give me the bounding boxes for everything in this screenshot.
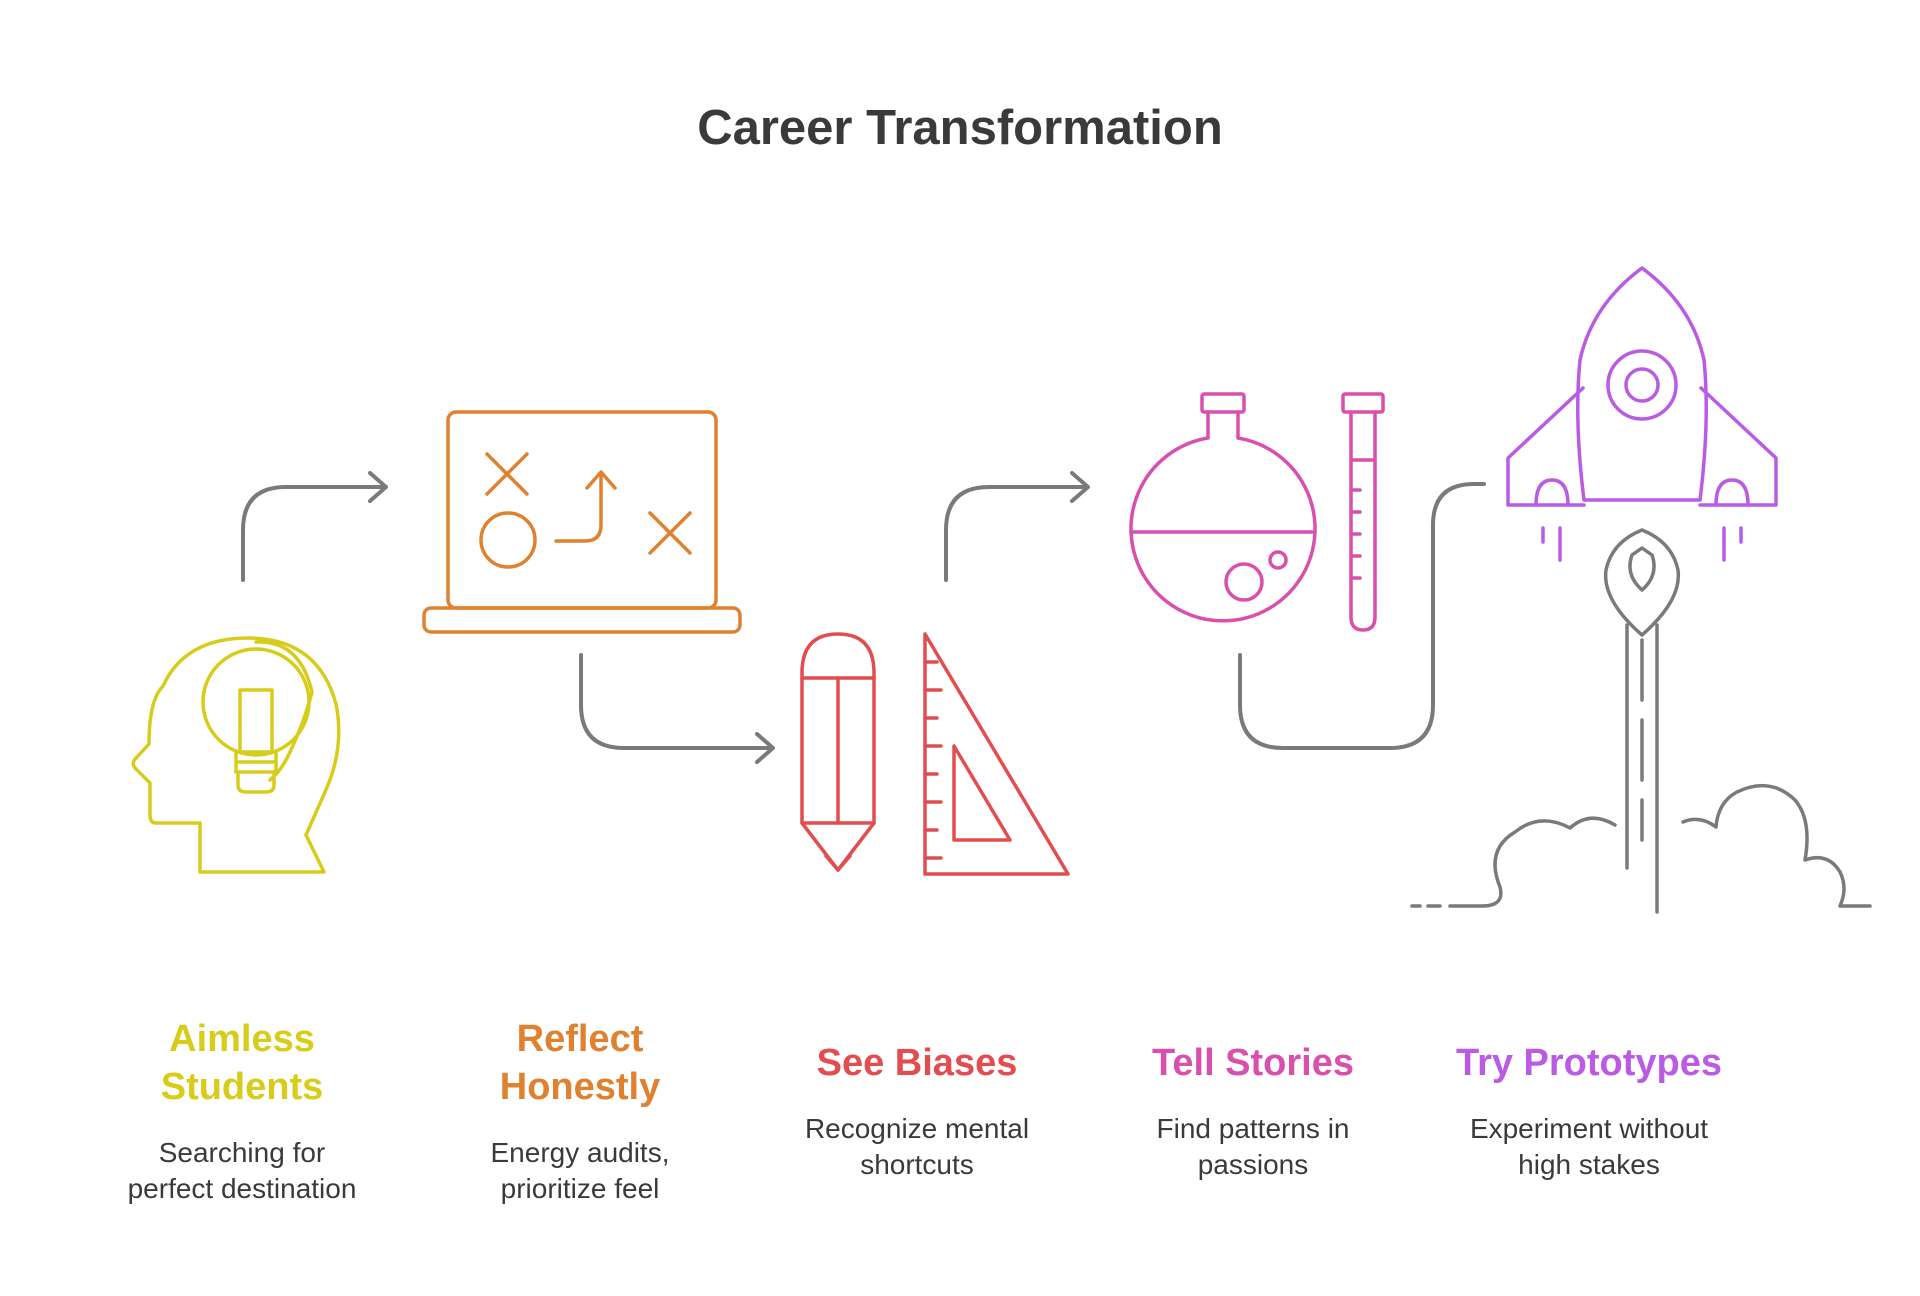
arrow-aimless-to-reflect-icon [241,471,388,582]
step-aimless-students: Aimless Students Searching for perfect d… [72,1015,412,1207]
arrow-biases-to-stories-icon [944,471,1090,582]
step-reflect-honestly: Reflect Honestly Energy audits, prioriti… [410,1015,750,1207]
step-title-aimless-students: Aimless Students [160,1018,324,1108]
head-lightbulb-icon [131,636,341,874]
lab-flask-icon [1129,392,1385,632]
strategy-board-icon [422,410,742,634]
connector-arrows [241,471,1486,764]
step-title-see-biases: See Biases [816,1042,1018,1084]
step-description-try-prototypes: Experiment without high stakes [1469,1113,1709,1180]
pencil-ruler-icon [800,632,1070,876]
step-see-biases: See Biases Recognize mental shortcuts [747,1039,1087,1183]
arrow-stories-to-prototypes-icon [1238,482,1486,750]
step-description-aimless-students: Searching for perfect destination [127,1137,357,1204]
step-title-tell-stories: Tell Stories [1151,1042,1355,1084]
step-try-prototypes: Try Prototypes Experiment without high s… [1419,1039,1759,1183]
rocket-launch-icon [1410,266,1872,914]
step-description-reflect-honestly: Energy audits, prioritize feel [490,1137,670,1204]
step-description-see-biases: Recognize mental shortcuts [804,1113,1030,1180]
step-title-reflect-honestly: Reflect Honestly [499,1018,661,1108]
arrow-reflect-to-biases-icon [579,653,775,764]
step-description-tell-stories: Find patterns in passions [1156,1113,1350,1180]
step-tell-stories: Tell Stories Find patterns in passions [1083,1039,1423,1183]
diagram-title: Career Transformation [697,101,1223,155]
step-title-try-prototypes: Try Prototypes [1455,1042,1723,1084]
